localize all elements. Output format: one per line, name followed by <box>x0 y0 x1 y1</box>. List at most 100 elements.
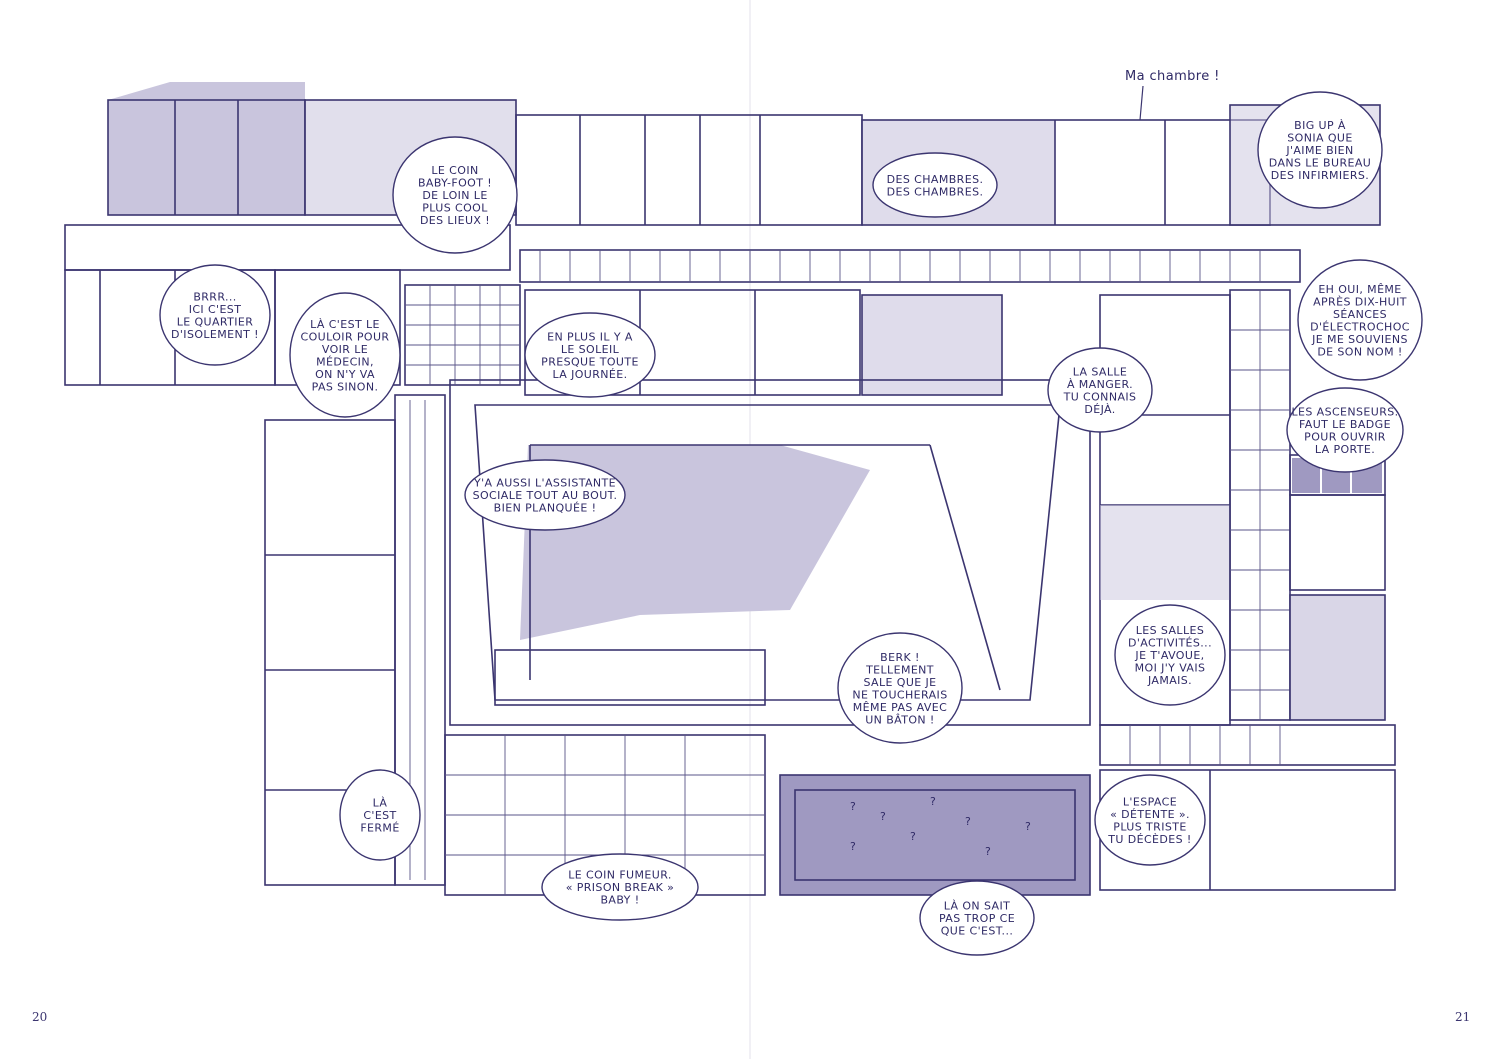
bubble-line: DÉJÀ. <box>1084 403 1115 416</box>
speech-bubble-chambres: DES CHAMBRES.DES CHAMBRES. <box>872 152 998 218</box>
page-number-left: 20 <box>32 1010 48 1024</box>
bubble-line: DES INFIRMIERS. <box>1271 169 1369 182</box>
question-mark: ? <box>910 830 916 843</box>
isolation-rooms-wash <box>108 82 305 215</box>
bubble-shape <box>159 264 271 366</box>
bubble-line: BERK ! <box>880 651 920 664</box>
bubble-line: DES LIEUX ! <box>420 214 490 227</box>
bubble-line: À MANGER. <box>1067 378 1133 391</box>
activities-wash <box>1100 505 1230 600</box>
bubble-line: LA SALLE <box>1073 365 1128 378</box>
bubble-line: ON N'Y VA <box>315 368 375 381</box>
bubble-shape <box>872 152 998 218</box>
my-room-annotation: Ma chambre ! <box>1125 69 1220 84</box>
bubble-line: PRESQUE TOUTE <box>541 355 639 368</box>
bubble-line: DANS LE BUREAU <box>1269 157 1371 170</box>
bubble-line: LE COIN <box>431 164 478 177</box>
bubble-line: DE SON NOM ! <box>1317 345 1402 358</box>
bubble-line: COULOIR POUR <box>301 330 390 343</box>
mid-room-wash <box>862 295 1002 395</box>
bubble-line: LÀ C'EST LE <box>310 318 380 331</box>
bubble-shape <box>541 853 699 921</box>
mid-room <box>861 294 1003 396</box>
bubble-line: BIG UP À <box>1294 119 1346 132</box>
bubble-line: SÉANCES <box>1333 308 1387 321</box>
bubble-line: LE QUARTIER <box>177 315 254 328</box>
bubble-line: LE COIN FUMEUR. <box>568 869 672 882</box>
bubble-line: VOIR LE <box>322 343 368 356</box>
top-corridor <box>519 249 1301 283</box>
bubble-line: L'ESPACE <box>1123 795 1177 808</box>
bubble-line: LÀ ON SAIT <box>944 900 1010 913</box>
bubble-line: DES CHAMBRES. <box>887 173 984 186</box>
bubble-shape <box>1114 604 1226 706</box>
bubble-line: SOCIALE TOUT AU BOUT. <box>473 489 618 502</box>
my-room-pointer <box>1139 85 1144 121</box>
bubble-line: BABY ! <box>600 894 639 907</box>
right-office-b <box>1289 594 1386 721</box>
bubble-line: SONIA QUE <box>1287 132 1352 145</box>
bubble-line: D'ISOLEMENT ! <box>171 328 259 341</box>
building-structure: ? ? ? ? ? ? ? ? <box>64 82 1396 896</box>
right-office-a <box>1289 494 1386 591</box>
bubble-line: MÉDECIN, <box>316 355 374 368</box>
bubble-line: LES ASCENSEURS. <box>1291 405 1398 418</box>
bubble-shape <box>289 292 401 418</box>
bubble-line: MÊME PAS AVEC <box>853 701 948 714</box>
bubble-shape <box>464 459 626 531</box>
bubble-line: JE T'AVOUE, <box>1134 649 1204 662</box>
bubble-line: BIEN PLANQUÉE ! <box>494 502 597 515</box>
bubble-line: PAS TROP CE <box>939 912 1015 925</box>
bubble-shape <box>1257 91 1383 209</box>
bubble-line: NE TOUCHERAIS <box>852 688 947 701</box>
bubble-shape <box>1047 347 1153 433</box>
left-side-corridor <box>394 394 446 886</box>
bubble-line: EH OUI, MÊME <box>1318 283 1401 296</box>
courtyard <box>449 379 1091 726</box>
bubble-line: « PRISON BREAK » <box>566 881 675 894</box>
bubble-line: « DÉTENTE ». <box>1110 808 1190 821</box>
mystery-room <box>780 775 1090 895</box>
bubble-line: PAS SINON. <box>312 380 379 393</box>
bubble-line: APRÈS DIX-HUIT <box>1313 295 1407 308</box>
bubble-shape <box>1286 387 1404 473</box>
bubble-line: LES SALLES <box>1136 624 1204 637</box>
bubble-line: LE SOLEIL <box>561 343 620 356</box>
bubble-shape <box>919 880 1035 956</box>
bubble-line: C'EST <box>363 809 396 822</box>
question-mark: ? <box>1025 820 1031 833</box>
bubble-shape <box>339 769 421 861</box>
bubble-line: ICI C'EST <box>189 303 242 316</box>
question-mark: ? <box>965 815 971 828</box>
question-mark: ? <box>850 800 856 813</box>
bubble-line: BABY-FOOT ! <box>418 177 492 190</box>
bubble-line: TU CONNAIS <box>1063 390 1137 403</box>
bubble-line: TU DÉCÈDES ! <box>1107 833 1191 846</box>
bubble-line: BRRR... <box>193 290 236 303</box>
bubble-line: SALE QUE JE <box>863 676 936 689</box>
speech-bubble-fumeur: LE COIN FUMEUR.« PRISON BREAK »BABY ! <box>541 853 699 921</box>
bubble-line: PLUS TRISTE <box>1113 820 1186 833</box>
bubble-shape <box>524 312 656 398</box>
bedrooms-top-left <box>515 114 863 226</box>
right-office-b-wash <box>1290 595 1385 720</box>
bubble-line: Y'A AUSSI L'ASSISTANTE <box>473 477 616 490</box>
bubble-line: J'AIME BIEN <box>1285 144 1353 157</box>
question-mark: ? <box>930 795 936 808</box>
question-mark: ? <box>985 845 991 858</box>
bubble-line: POUR OUVRIR <box>1304 430 1386 443</box>
bubble-line: MOI J'Y VAIS <box>1135 662 1206 675</box>
bubble-line: FERMÉ <box>360 822 399 835</box>
